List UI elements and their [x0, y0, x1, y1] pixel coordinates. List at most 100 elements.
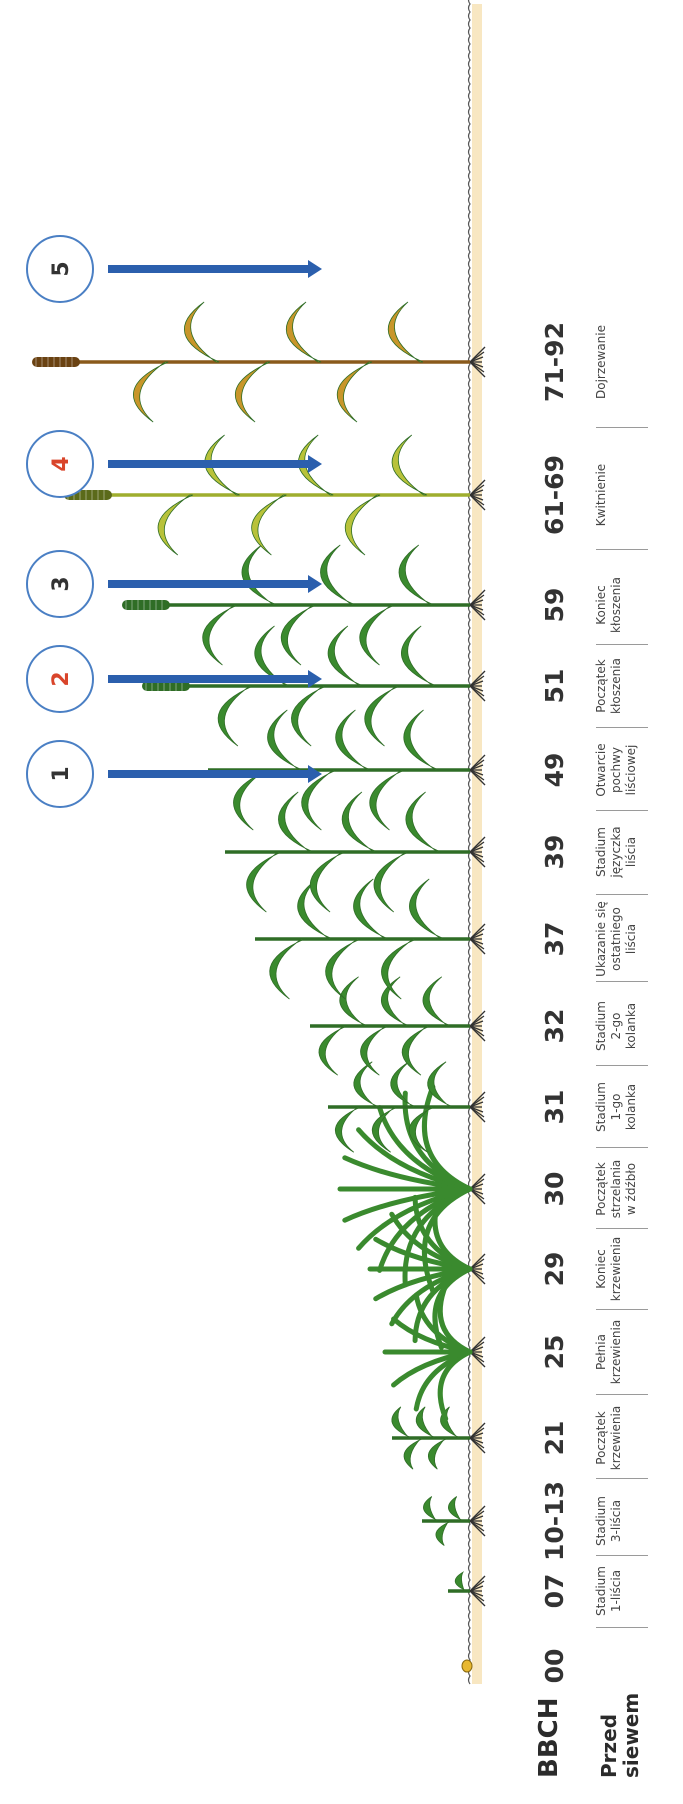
stage-description-line: kłoszenia — [609, 555, 624, 655]
plant-leaf — [242, 545, 277, 605]
stage-description-line: Kwitnienie — [594, 445, 609, 545]
plant-leaf — [354, 879, 389, 939]
plant-leaf — [247, 852, 282, 912]
plant-leaf — [388, 302, 423, 362]
marker-number: 4 — [49, 456, 74, 471]
stage-separator — [596, 981, 648, 982]
stage-description: Początekkrzewienia — [594, 1388, 624, 1488]
plant-leaf — [401, 626, 436, 686]
marker-arrow-head — [308, 455, 322, 473]
plant-leaf — [345, 495, 380, 555]
przed-siewem-line-1: Przed — [598, 1693, 620, 1778]
marker-arrow-head — [308, 260, 322, 278]
marker-number: 5 — [49, 261, 74, 276]
plant-leaf — [218, 686, 253, 746]
plant-ear — [122, 600, 170, 610]
stage-separator — [596, 427, 648, 428]
plant-leaf — [281, 605, 316, 665]
marker-number: 3 — [49, 576, 74, 591]
marker-arrow-head — [308, 575, 322, 593]
plant-leaf — [235, 362, 270, 422]
stage-description-line: Stadium — [594, 976, 609, 1076]
stage-separator — [596, 1627, 648, 1628]
stage-separator — [596, 1309, 648, 1310]
plant-leaf — [184, 302, 219, 362]
plant-leaf — [354, 1062, 379, 1107]
stage-separator — [596, 1555, 648, 1556]
plant-leaf — [402, 1026, 430, 1075]
plant-leaf — [392, 435, 427, 495]
plant-tiller-leaf — [345, 1189, 470, 1220]
plant-leaf — [286, 302, 321, 362]
plant-leaf — [328, 626, 363, 686]
przed-siewem-label: Przed siewem — [598, 1693, 642, 1778]
stage-description-line: Koniec — [594, 555, 609, 655]
przed-siewem-line-2: siewem — [620, 1693, 642, 1778]
stage-description: Dojrzewanie — [594, 312, 609, 412]
stage-separator — [596, 894, 648, 895]
stage-separator — [596, 810, 648, 811]
stage-separator — [596, 1147, 648, 1148]
plant-leaf — [399, 545, 434, 605]
stage-marker-3: 3 — [27, 551, 322, 617]
plant-ear — [32, 357, 80, 367]
stage-description: Ukazanie sięostatniegoliścia — [594, 889, 639, 989]
stage-description-line: krzewienia — [609, 1388, 624, 1488]
stage-description: Stadium2-gokolanka — [594, 976, 639, 1076]
plant-stage-15 — [32, 302, 485, 422]
plant-tiller-leaf — [376, 1269, 470, 1299]
plant-leaf — [409, 1107, 434, 1152]
stage-marker-5: 5 — [27, 236, 322, 302]
plant-leaf — [340, 977, 368, 1026]
stage-separator — [596, 1478, 648, 1479]
plant-leaf — [133, 362, 168, 422]
stage-marker-4: 4 — [27, 431, 322, 497]
plant-stage-10 — [225, 792, 485, 912]
plant-leaf — [365, 686, 400, 746]
stage-description-line: Ukazanie się — [594, 889, 609, 989]
stage-separator — [596, 1065, 648, 1066]
stage-separator — [596, 1228, 648, 1229]
stage-code: 59 — [540, 550, 569, 660]
stage-marker-2: 2 — [27, 646, 322, 712]
plant-leaf — [233, 770, 268, 830]
stage-description-line: liściowej — [624, 720, 639, 820]
plant-leaf — [203, 605, 238, 665]
marker-number: 2 — [49, 671, 74, 686]
plant-stage-3 — [392, 1407, 485, 1469]
plant-leaf — [310, 852, 345, 912]
stage-description: Konieckłoszenia — [594, 555, 624, 655]
plant-stage-14 — [64, 435, 485, 555]
plant-leaf — [252, 495, 287, 555]
soil-line — [469, 0, 471, 1684]
plant-leaf — [320, 545, 355, 605]
plant-leaf — [406, 792, 441, 852]
plant-leaf — [326, 939, 361, 999]
marker-number: 1 — [49, 766, 74, 781]
plant-leaf — [337, 362, 372, 422]
plant-stage-0 — [462, 1660, 472, 1672]
stage-description-line: ostatniego — [609, 889, 624, 989]
plant-leaf — [436, 1521, 452, 1546]
stage-description-line: 2-go — [609, 976, 624, 1076]
plant-leaf — [448, 1496, 464, 1521]
stage-description-line: liścia — [624, 889, 639, 989]
stage-description: Kwitnienie — [594, 445, 609, 545]
plant-leaf — [423, 977, 451, 1026]
plant-stage-13 — [122, 545, 485, 665]
plant-leaf — [409, 879, 444, 939]
plant-leaf — [404, 710, 439, 770]
plant-stage-12 — [142, 626, 485, 746]
stage-description-line: Dojrzewanie — [594, 312, 609, 412]
plant-leaf — [370, 770, 405, 830]
plant-leaf — [360, 605, 395, 665]
seed-icon — [462, 1660, 472, 1672]
plant-leaf — [392, 1407, 412, 1438]
stage-description-line: Początek — [594, 1388, 609, 1488]
plant-leaf — [423, 1496, 439, 1521]
plant-stage-7 — [328, 1062, 485, 1152]
plant-leaf — [291, 686, 326, 746]
